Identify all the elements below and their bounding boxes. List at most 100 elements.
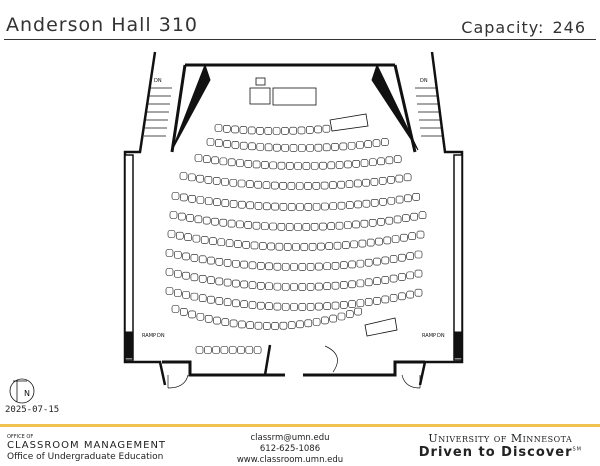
seat bbox=[219, 157, 228, 166]
seat bbox=[381, 256, 390, 265]
seat bbox=[322, 124, 331, 133]
contact-web[interactable]: www.classroom.umn.edu bbox=[236, 455, 344, 465]
seat bbox=[321, 202, 329, 211]
seat bbox=[184, 233, 192, 241]
seat bbox=[398, 273, 406, 281]
seat bbox=[418, 211, 427, 219]
seat bbox=[295, 182, 304, 190]
seat bbox=[248, 281, 257, 289]
seat bbox=[306, 144, 314, 152]
seat bbox=[308, 243, 317, 251]
seat bbox=[238, 320, 246, 329]
seat bbox=[289, 144, 298, 152]
seat bbox=[273, 302, 282, 311]
seat bbox=[248, 261, 257, 270]
seat bbox=[294, 223, 302, 231]
seat bbox=[380, 138, 389, 146]
seat bbox=[194, 215, 203, 224]
seat bbox=[214, 124, 223, 132]
footer-department: OFFICE OF CLASSROOM MANAGEMENT Office of… bbox=[7, 434, 166, 464]
seat bbox=[190, 254, 199, 262]
seat bbox=[204, 197, 213, 205]
seat bbox=[335, 161, 344, 169]
seat bbox=[237, 346, 245, 354]
seat bbox=[368, 218, 377, 227]
seat bbox=[319, 222, 327, 231]
seat bbox=[373, 277, 381, 286]
seat bbox=[337, 201, 346, 210]
seat bbox=[206, 138, 215, 146]
university-logo: University of Minnesota Driven to Discov… bbox=[419, 432, 582, 460]
seat bbox=[227, 158, 236, 167]
seat bbox=[329, 202, 338, 210]
seat bbox=[217, 238, 226, 247]
seat bbox=[194, 154, 203, 162]
seat bbox=[345, 180, 354, 188]
seat bbox=[348, 260, 356, 269]
seat bbox=[354, 200, 362, 209]
seat bbox=[285, 223, 294, 231]
seat bbox=[225, 239, 234, 248]
seat bbox=[312, 181, 321, 190]
seat bbox=[364, 258, 373, 267]
seat bbox=[337, 180, 346, 189]
seat bbox=[190, 273, 199, 282]
seat bbox=[279, 182, 287, 190]
seat bbox=[389, 255, 398, 263]
seat bbox=[174, 289, 182, 297]
seating bbox=[165, 124, 427, 354]
seat bbox=[290, 283, 298, 291]
seat bbox=[229, 200, 238, 208]
seat bbox=[362, 199, 371, 208]
seat bbox=[215, 257, 224, 266]
seat bbox=[221, 178, 229, 186]
seat bbox=[302, 223, 311, 231]
contact-email[interactable]: classrm@umn.edu bbox=[250, 433, 330, 443]
accent-bar bbox=[0, 424, 600, 427]
seat bbox=[383, 236, 392, 245]
seat bbox=[387, 196, 396, 205]
seat bbox=[287, 182, 296, 190]
seat bbox=[227, 219, 236, 228]
sub-department: Office of Undergraduate Education bbox=[7, 452, 164, 462]
seat bbox=[207, 295, 215, 304]
seat bbox=[228, 346, 237, 354]
seat bbox=[256, 281, 265, 290]
seat bbox=[345, 201, 354, 209]
seat bbox=[290, 303, 298, 311]
seat bbox=[414, 269, 423, 278]
office-of: OFFICE OF bbox=[7, 434, 34, 440]
seat bbox=[408, 232, 417, 241]
accessible-table-front bbox=[329, 113, 369, 132]
seat bbox=[180, 193, 188, 202]
seat bbox=[220, 346, 229, 354]
seat bbox=[348, 300, 356, 308]
seat bbox=[352, 220, 360, 229]
seat bbox=[277, 161, 286, 170]
seat bbox=[232, 259, 240, 268]
stair-label-left: DN bbox=[154, 78, 162, 84]
seat bbox=[203, 155, 211, 164]
seat bbox=[171, 305, 180, 313]
seat bbox=[362, 178, 370, 187]
seat bbox=[410, 212, 419, 221]
seat bbox=[239, 126, 248, 134]
seat bbox=[381, 276, 390, 284]
projection-screen-table bbox=[272, 87, 317, 106]
back-wall-left bbox=[162, 360, 285, 377]
seat bbox=[312, 318, 321, 326]
seat bbox=[264, 143, 273, 152]
seat bbox=[406, 252, 415, 260]
seat bbox=[211, 156, 219, 165]
seat bbox=[331, 281, 340, 290]
back-wall-right bbox=[303, 360, 425, 377]
seat bbox=[375, 237, 383, 246]
seat bbox=[260, 222, 269, 230]
seat bbox=[229, 178, 238, 187]
seat bbox=[272, 127, 281, 135]
seat bbox=[198, 274, 207, 283]
seat bbox=[414, 288, 423, 297]
seat bbox=[372, 139, 381, 147]
seat bbox=[248, 142, 256, 151]
seat bbox=[231, 125, 239, 134]
